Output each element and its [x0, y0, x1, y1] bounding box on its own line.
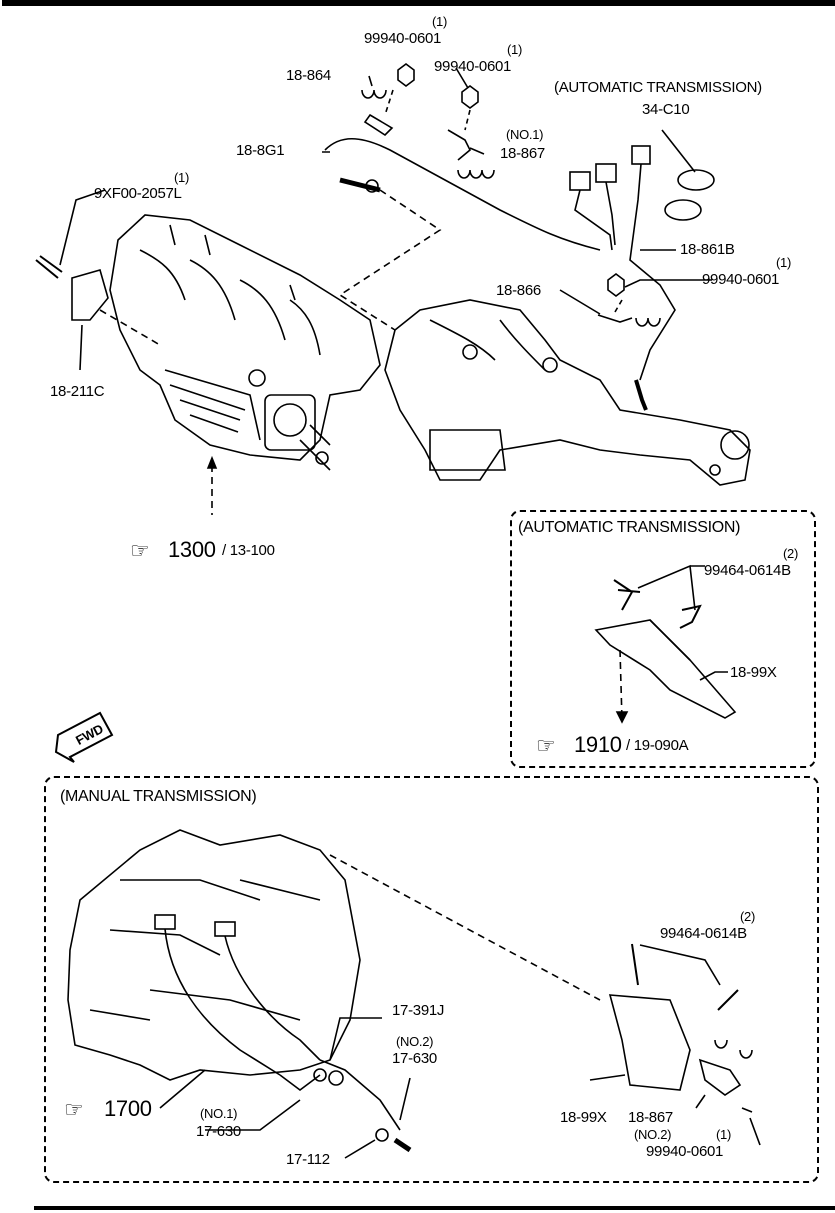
qty-label: (1): [507, 42, 522, 57]
variant-label: (NO.1): [506, 127, 544, 142]
qty-label: (1): [174, 170, 189, 185]
reference-hand-icon: ☞: [64, 1097, 84, 1122]
qty-label: (1): [432, 14, 447, 29]
part-number-label: 18-8G1: [236, 142, 285, 159]
part-number-label: 99940-0601: [646, 1143, 724, 1160]
automatic-transmission-box: [510, 510, 816, 768]
mt-box-title: (MANUAL TRANSMISSION): [60, 788, 257, 805]
at-box-title: (AUTOMATIC TRANSMISSION): [518, 519, 741, 536]
variant-label: (NO.2): [396, 1034, 434, 1049]
part-number-label: 17-630: [392, 1050, 437, 1067]
part-number-label: 34-C10: [642, 101, 690, 118]
part-number-label: 99464-0614B: [704, 562, 791, 579]
part-number-label: 18-864: [286, 67, 331, 84]
section-header: (AUTOMATIC TRANSMISSION): [554, 79, 762, 96]
variant-label: (NO.1): [200, 1106, 238, 1121]
bottom-rule: [34, 1206, 835, 1210]
at-bracket-drawing: [594, 564, 737, 724]
reference-link-1300[interactable]: 1300: [168, 537, 216, 562]
manual-transmission-drawing: [67, 829, 761, 1159]
exhaust-manifold-drawing: [384, 299, 751, 486]
reference-link-1910[interactable]: 1910: [574, 732, 622, 757]
part-number-label: 99940-0601: [702, 271, 780, 288]
part-number-label: 18-867: [500, 145, 545, 162]
part-number-label: 18-866: [496, 282, 541, 299]
intake-manifold-drawing: [109, 214, 381, 471]
top-rule: [2, 0, 835, 6]
front-o2-harness: [324, 138, 601, 251]
part-number-label: 9XF00-2057L: [94, 185, 182, 202]
variant-label: (NO.2): [634, 1127, 672, 1142]
reference-hand-icon: ☞: [536, 733, 556, 758]
part-number-label: 99940-0601: [434, 58, 512, 75]
part-number-label: 18-211C: [50, 383, 105, 400]
part-number-label: 18-99X: [560, 1109, 607, 1126]
qty-label: (1): [716, 1127, 731, 1142]
qty-label: (2): [783, 546, 798, 561]
part-number-label: 18-99X: [730, 664, 777, 681]
qty-label: (2): [740, 909, 755, 924]
part-number-label: 18-867: [628, 1109, 673, 1126]
part-number-label: 17-630: [196, 1123, 241, 1140]
part-number-label: 17-112: [286, 1151, 330, 1168]
part-number-label: 99464-0614B: [660, 925, 747, 942]
reference-sub: / 19-090A: [626, 737, 689, 754]
qty-label: (1): [776, 255, 791, 270]
manual-transmission-box: [44, 776, 819, 1183]
reference-link-1700[interactable]: 1700: [104, 1096, 152, 1121]
part-number-label: 17-391J: [392, 1002, 445, 1019]
part-number-label: 99940-0601: [364, 30, 442, 47]
reference-sub: / 13-100: [222, 542, 275, 559]
reference-hand-icon: ☞: [130, 538, 150, 563]
part-number-label: 18-861B: [680, 241, 735, 258]
